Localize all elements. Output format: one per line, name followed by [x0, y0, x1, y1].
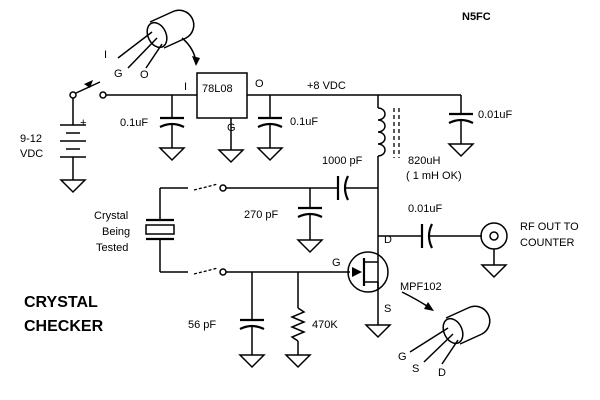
regulator-pin-in: I [184, 81, 187, 93]
resistor-value: 470K [312, 319, 338, 331]
socket-switch-top [159, 183, 227, 220]
crystal-label-line2: Being [102, 226, 130, 238]
jfet [347, 251, 392, 339]
c-osc-value: 270 pF [244, 209, 279, 221]
regulator-package-drawing [117, 9, 200, 69]
battery-plus: + [80, 117, 86, 129]
battery [60, 124, 86, 180]
fet-gate-label: G [332, 257, 341, 269]
crystal-label-line1: Crystal [94, 210, 128, 222]
regulator-pin-out: O [255, 78, 264, 90]
c-bypass-value: 0.01uF [478, 109, 513, 121]
reg-pkg-pin-o: O [140, 69, 149, 81]
output-capacitor [256, 95, 284, 162]
socket-switch-bottom [160, 267, 350, 276]
feedback-capacitor [226, 175, 378, 201]
bypass-capacitor [447, 95, 475, 158]
callsign: N5FC [462, 11, 491, 23]
regulator-pin-gnd: G [227, 122, 236, 134]
crystal-label-line3: Tested [96, 242, 128, 254]
fet-source-label: S [384, 303, 391, 315]
reg-pkg-pin-g: G [114, 68, 123, 80]
fet-pkg-pin-s: S [412, 363, 419, 375]
c-gate-value: 56 pF [188, 319, 216, 331]
rail-label: +8 VDC [307, 80, 346, 92]
choke-note: ( 1 mH OK) [406, 170, 462, 182]
rf-choke [377, 95, 400, 290]
output-label-line1: RF OUT TO [520, 221, 579, 233]
crystal [145, 218, 175, 272]
ground-battery [59, 179, 87, 194]
fet-pkg-pin-d: D [438, 367, 446, 379]
reg-pkg-pin-i: I [104, 49, 107, 61]
title-line2: CHECKER [24, 318, 104, 335]
supply-voltage: 9-12 [20, 133, 42, 145]
output-coupling-capacitor [378, 223, 482, 249]
c-in-value: 0.1uF [120, 117, 148, 129]
fet-package-drawing [401, 291, 491, 365]
gate-resistor [284, 272, 312, 369]
power-switch [69, 80, 197, 125]
fet-drain-label: D [384, 234, 392, 246]
choke-value: 820uH [408, 155, 440, 167]
c-output-value: 0.01uF [408, 203, 443, 215]
input-capacitor [158, 95, 186, 162]
fet-part: MPF102 [400, 281, 442, 293]
osc-capacitor [296, 188, 324, 254]
regulator-part: 78L08 [202, 83, 233, 95]
c-out-value: 0.1uF [290, 116, 318, 128]
supply-unit: VDC [20, 148, 43, 160]
rf-output-connector [480, 222, 508, 279]
gate-capacitor [238, 272, 266, 369]
output-label-line2: COUNTER [520, 237, 574, 249]
c-feedback-value: 1000 pF [322, 155, 363, 167]
fet-pkg-pin-g: G [398, 351, 407, 363]
title-line1: CRYSTAL [24, 294, 98, 311]
